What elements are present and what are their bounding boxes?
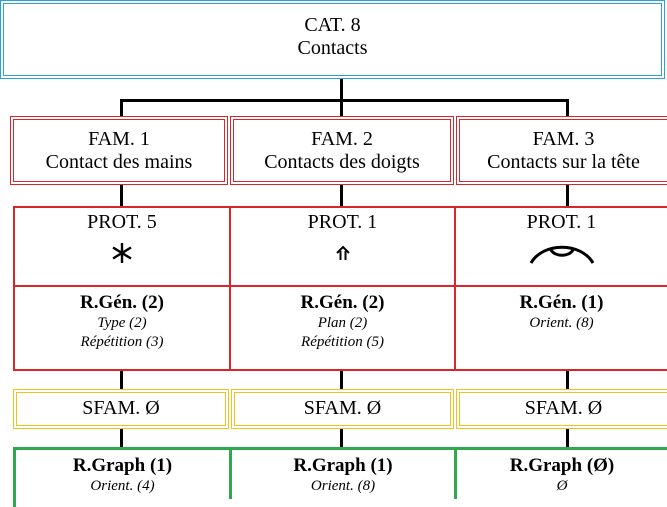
asterisk-icon xyxy=(15,234,229,272)
connector-rgraph3 xyxy=(566,429,569,447)
rgen-title-2: R.Gén. (2) xyxy=(300,292,385,313)
prototype-label-2: PROT. 1 xyxy=(307,211,378,233)
rgraph-title-1: R.Graph (1) xyxy=(72,455,173,476)
rgraph-divider-2 xyxy=(454,447,457,499)
connector-cat-bar xyxy=(120,99,569,102)
rgraph-title-2: R.Graph (1) xyxy=(293,455,393,476)
connector-rgraph2 xyxy=(340,429,343,447)
connector-cat-stem xyxy=(340,79,343,101)
prototype-block xyxy=(13,206,667,371)
connector-prot1 xyxy=(120,185,123,206)
prototype-col-2: PROT. 1 xyxy=(231,211,454,272)
family-box-2: FAM. 2 Contacts des doigts xyxy=(230,116,454,185)
connector-prot3 xyxy=(566,185,569,206)
rgraph-sub-3: Ø xyxy=(556,478,568,494)
family-box-1: FAM. 1 Contact des mains xyxy=(10,116,228,185)
prototype-label-1: PROT. 5 xyxy=(87,211,157,233)
rgen-param-1a: Type (2) xyxy=(97,315,147,331)
rgen-title-1: R.Gén. (2) xyxy=(80,292,164,313)
rgraph-cell-3: R.Graph (Ø) Ø xyxy=(457,455,667,496)
rgraph-sub-1: Orient. (4) xyxy=(90,478,155,494)
rgen-title-3: R.Gén. (1) xyxy=(519,292,604,313)
category-name: Contacts xyxy=(297,37,368,59)
family-box-3: FAM. 3 Contacts sur la tête xyxy=(456,116,667,185)
family-name-2: Contacts des doigts xyxy=(264,151,420,173)
prototype-divider-1 xyxy=(229,206,231,371)
rgraph-title-3: R.Graph (Ø) xyxy=(509,455,615,476)
subfamily-box-1: SFAM. Ø xyxy=(13,389,229,429)
family-name-3: Contacts sur la tête xyxy=(487,151,640,173)
rgen-param-3a: Orient. (8) xyxy=(529,315,594,331)
rgraph-cell-1: R.Graph (1) Orient. (4) xyxy=(16,455,229,496)
prototype-divider-2 xyxy=(454,206,456,371)
connector-fam2-drop xyxy=(340,99,343,116)
connector-fam1-drop xyxy=(120,99,123,116)
family-label-1: FAM. 1 xyxy=(88,128,150,150)
subfamily-box-3: SFAM. Ø xyxy=(456,389,667,429)
rgraph-block xyxy=(13,447,667,507)
connector-sfam2 xyxy=(340,371,343,389)
rgen-cell-2: R.Gén. (2) Plan (2) Répétition (5) xyxy=(231,292,454,352)
subfamily-label-3: SFAM. Ø xyxy=(524,397,603,419)
subfamily-box-2: SFAM. Ø xyxy=(231,389,454,429)
category-box: CAT. 8 Contacts xyxy=(0,0,665,79)
family-name-1: Contact des mains xyxy=(45,151,193,173)
family-label-3: FAM. 3 xyxy=(532,128,595,150)
rgen-cell-3: R.Gén. (1) Orient. (8) xyxy=(456,292,667,333)
prototype-label-3: PROT. 1 xyxy=(526,211,597,233)
connector-sfam1 xyxy=(120,371,123,389)
prototype-col-1: PROT. 5 xyxy=(15,211,229,272)
rgen-param-2a: Plan (2) xyxy=(317,315,368,331)
prototype-divider-horizontal xyxy=(13,285,667,287)
connector-prot2 xyxy=(340,185,343,206)
rgraph-cell-2: R.Graph (1) Orient. (8) xyxy=(232,455,454,496)
rgraph-divider-1 xyxy=(229,447,232,499)
subfamily-label-2: SFAM. Ø xyxy=(303,397,382,419)
subfamily-label-1: SFAM. Ø xyxy=(82,397,160,419)
prototype-col-3: PROT. 1 xyxy=(456,211,667,272)
rgraph-sub-2: Orient. (8) xyxy=(310,478,376,494)
connector-fam3-drop xyxy=(566,99,569,116)
connector-rgraph1 xyxy=(120,429,123,447)
head-arc-icon xyxy=(456,234,667,272)
family-label-2: FAM. 2 xyxy=(311,128,373,150)
category-label: CAT. 8 xyxy=(304,14,361,36)
connector-sfam3 xyxy=(566,371,569,389)
rgen-param-2b: Répétition (5) xyxy=(301,334,384,350)
rgen-cell-1: R.Gén. (2) Type (2) Répétition (3) xyxy=(15,292,229,352)
rgen-param-1b: Répétition (3) xyxy=(80,334,164,350)
small-arrow-up-icon xyxy=(231,234,454,272)
